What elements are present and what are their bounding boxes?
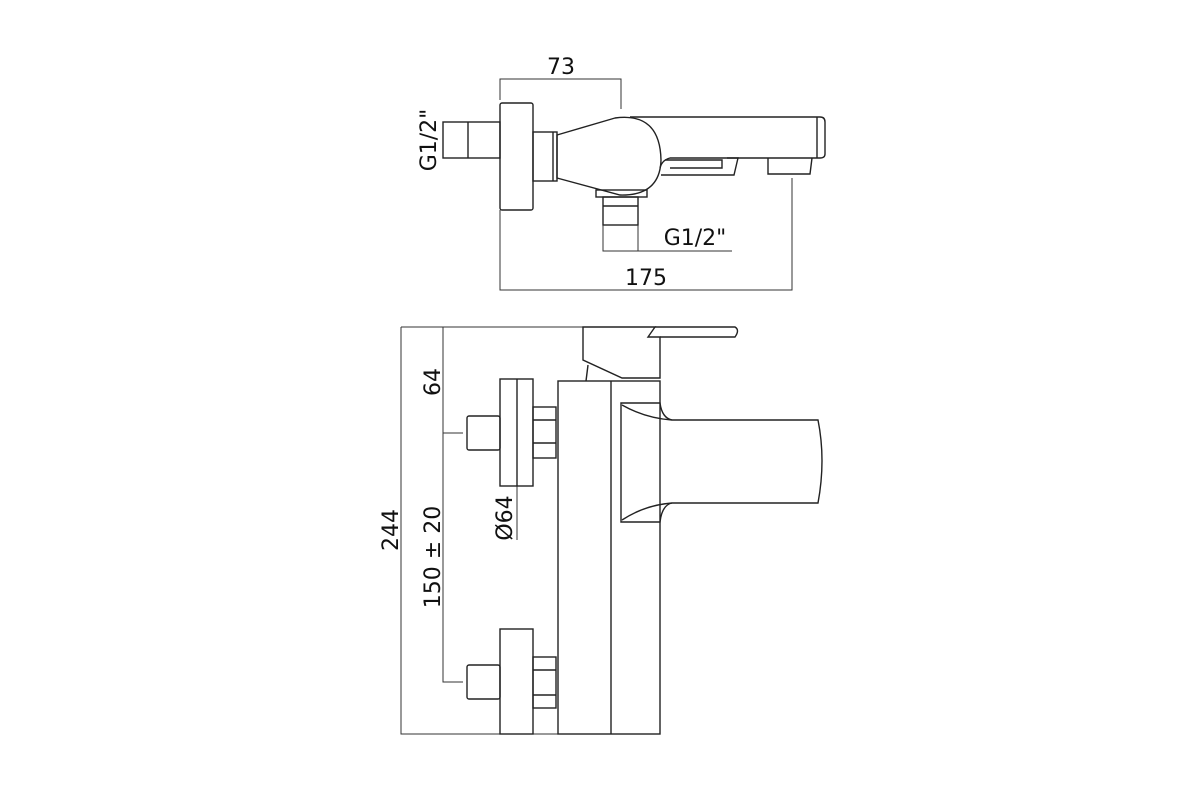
dim-diameter-label: Ø64: [493, 495, 518, 540]
spout: [630, 116, 826, 169]
dim-inlet-thread-label: G1/2": [417, 109, 442, 172]
dim-64-label: 64: [421, 368, 446, 396]
dim-244-label: 244: [379, 509, 404, 551]
aerator: [767, 157, 813, 175]
upper-inlet: [466, 378, 557, 487]
front-view: 244 64 150 ± 20 Ø64: [379, 326, 823, 735]
spout: [620, 402, 823, 523]
mixer-body: [557, 380, 661, 735]
top-view: 73 G1/2" G1/2" 175: [417, 55, 826, 291]
dim-outlet-thread-label: G1/2": [664, 226, 727, 251]
lever: [661, 157, 739, 176]
dim-150-label: 150 ± 20: [421, 506, 446, 608]
hex-nut: [532, 131, 558, 182]
inlet-pipe: [442, 121, 501, 159]
lower-inlet: [466, 628, 557, 735]
dim-175-label: 175: [625, 266, 667, 291]
wall-flange: [499, 102, 534, 211]
outlet-pipe: [602, 196, 639, 226]
dim-73-label: 73: [547, 55, 575, 80]
handle: [582, 326, 739, 382]
mixer-body: [556, 116, 662, 196]
